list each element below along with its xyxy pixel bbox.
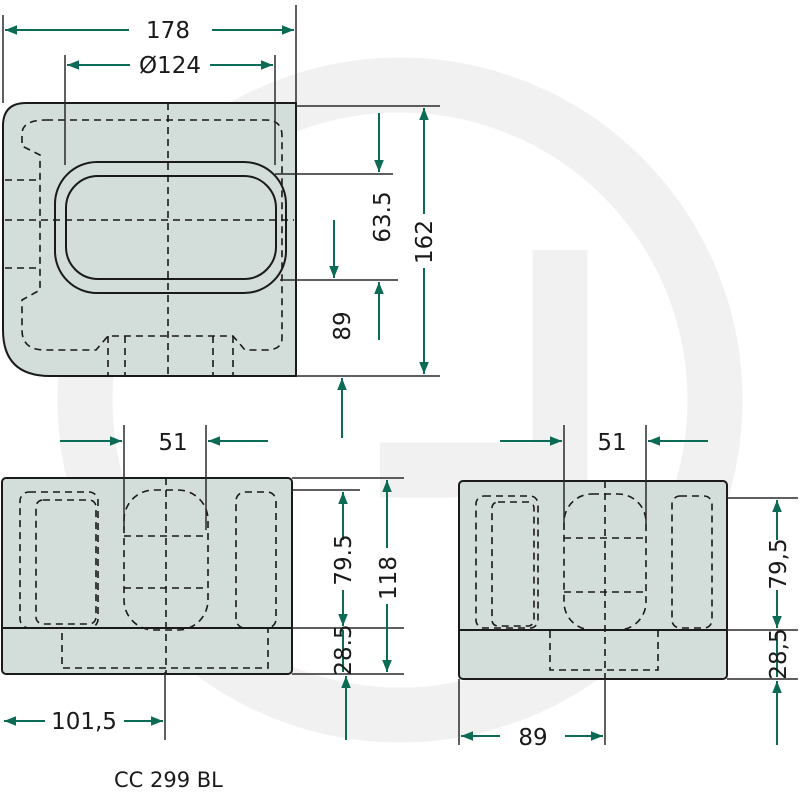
side-view-body [458, 480, 728, 680]
dim-slot-width: 51 [158, 430, 187, 456]
dim-lower-height: 28.5 [331, 624, 357, 675]
watermark-logo [57, 57, 743, 743]
part-number: CC 299 BL [114, 768, 223, 792]
side-view-left-pocket-inner [491, 501, 535, 627]
front-view-left-pocket [19, 491, 99, 629]
dim-width: 178 [146, 18, 190, 44]
dim-bore-offset-top: 63.5 [370, 191, 396, 242]
dim-total-height: 118 [376, 556, 402, 600]
top-view: 178 Ø124 63.5 89 162 [2, 5, 440, 438]
front-view-body [1, 477, 293, 675]
dim-upper-height: 79.5 [331, 534, 357, 585]
dim-bore-offset-bottom: 89 [330, 311, 356, 340]
dim-slot-width: 51 [597, 430, 626, 456]
dim-lower-height: 28,5 [766, 628, 792, 679]
dim-center-offset: 101,5 [51, 709, 117, 735]
bore-inner-contour [65, 175, 277, 280]
side-view-left-pocket [475, 495, 539, 629]
side-view-right-pocket [671, 495, 713, 629]
dim-center-offset: 89 [518, 725, 547, 751]
side-view: 51 79,5 28,5 89 [458, 425, 798, 751]
front-view-left-pocket-inner [35, 499, 97, 625]
dim-upper-height: 79,5 [766, 538, 792, 589]
dim-height: 162 [412, 220, 438, 264]
top-view-hidden-contour [21, 119, 283, 351]
top-view-body [2, 102, 297, 377]
front-view: 51 79.5 28.5 118 101,5 [1, 425, 404, 740]
bore-outer-contour [54, 161, 287, 294]
dim-bore-diameter: Ø124 [139, 53, 201, 79]
